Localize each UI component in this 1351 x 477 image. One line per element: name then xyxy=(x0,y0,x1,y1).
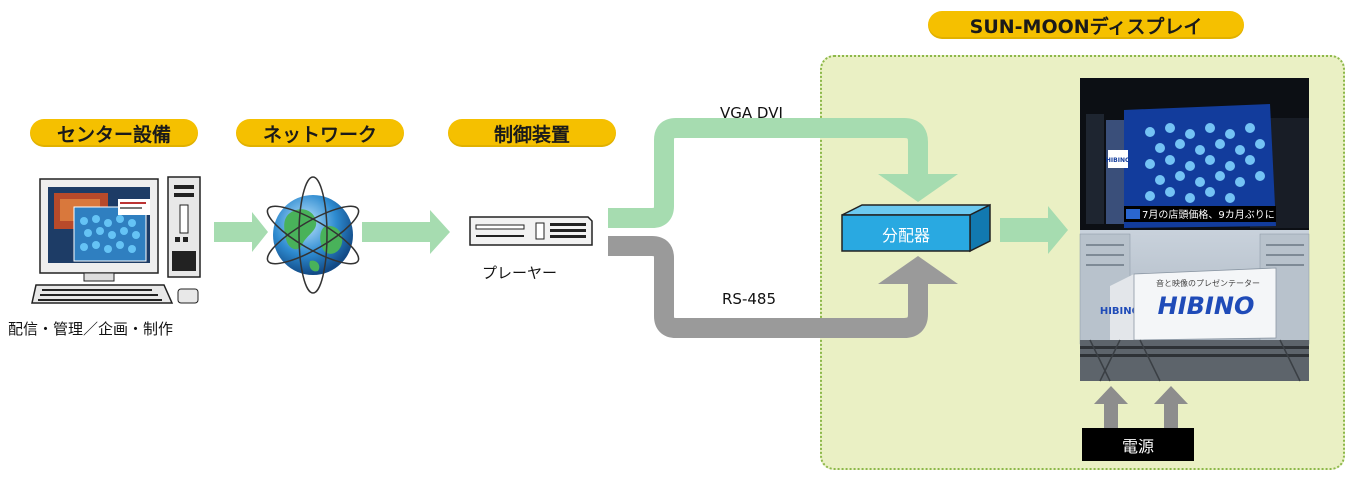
globe-icon xyxy=(266,176,360,294)
display-photo: HIBINO 7月の店頭価格、9カ月ぶりに HIBINO 音と映像のプレゼンテー… xyxy=(1079,78,1310,382)
power-arrow-left xyxy=(1094,386,1128,430)
player-device-icon xyxy=(469,216,593,246)
stage-display-pill: SUN-MOONディスプレイ xyxy=(928,11,1244,39)
center-caption: 配信・管理／企画・制作 xyxy=(8,320,174,338)
stage-control-pill: 制御装置 xyxy=(448,119,616,147)
top-brand-text: HIBINO xyxy=(1106,157,1130,164)
ticker-text: 7月の店頭価格、9カ月ぶりに xyxy=(1142,208,1275,221)
vga-dvi-line xyxy=(608,118,928,228)
splitter-box xyxy=(841,203,991,253)
vga-dvi-label: VGA DVI xyxy=(720,104,783,122)
power-arrow-right xyxy=(1154,386,1188,430)
stage-network-pill: ネットワーク xyxy=(236,119,404,147)
splitter-label: 分配器 xyxy=(881,226,930,245)
power-box: 電源 xyxy=(1082,428,1194,461)
player-label: プレーヤー xyxy=(482,264,558,282)
rs485-arrowhead xyxy=(878,256,958,284)
stage-center-pill: センター設備 xyxy=(30,119,198,147)
side-brand-text: HIBINO xyxy=(1100,306,1140,317)
rs485-line xyxy=(608,236,928,338)
arrow-network-to-player xyxy=(362,210,450,254)
power-label: 電源 xyxy=(1121,436,1154,456)
vga-dvi-arrowhead xyxy=(878,174,958,202)
arrow-center-to-network xyxy=(214,212,268,252)
rs485-label: RS-485 xyxy=(722,290,776,308)
arrow-splitter-to-display xyxy=(1000,206,1068,254)
computer-icon xyxy=(31,176,201,304)
billboard-brand: HIBINO xyxy=(1158,292,1255,320)
billboard-tagline: 音と映像のプレゼンテーター xyxy=(1156,278,1260,288)
